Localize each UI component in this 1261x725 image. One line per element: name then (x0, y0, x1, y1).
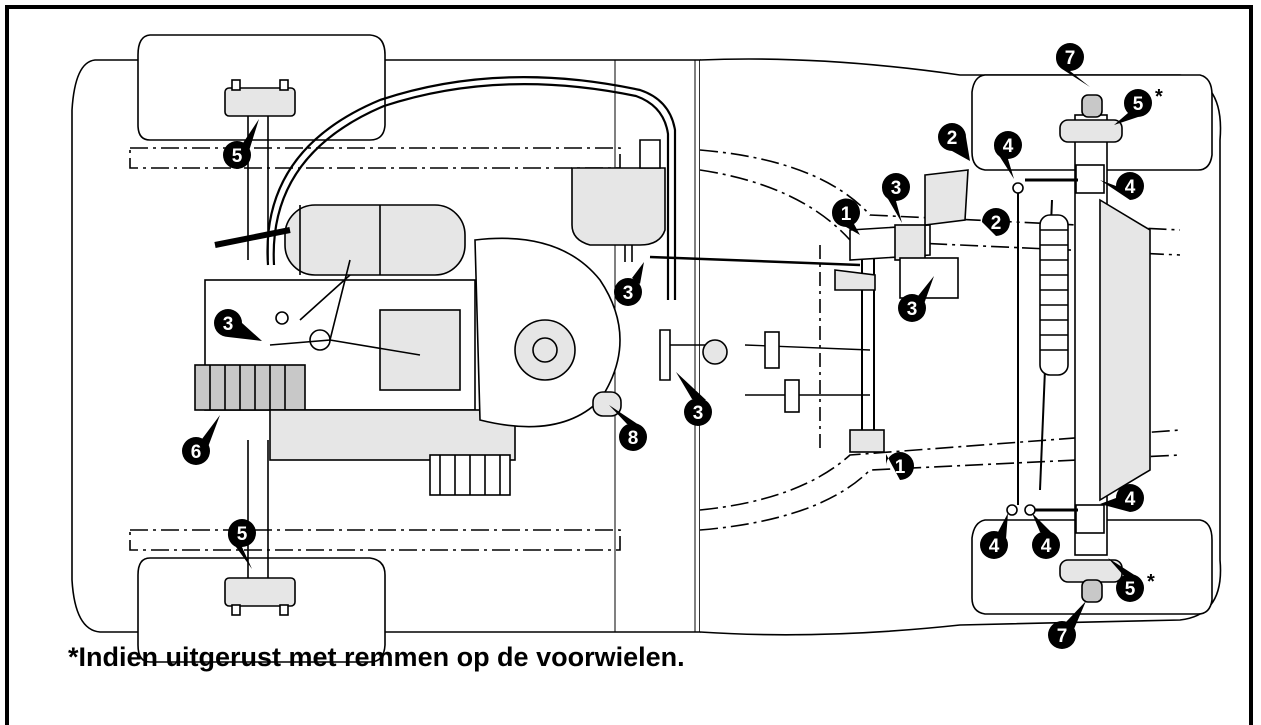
throttle-cable (266, 76, 677, 300)
svg-text:1: 1 (841, 204, 852, 225)
svg-text:7: 7 (1065, 48, 1076, 69)
svg-text:8: 8 (628, 428, 639, 449)
brake-linkage (649, 169, 969, 453)
callout-5-front-bottom: 5 (1108, 558, 1144, 602)
callout-3-center-right: 3 (898, 276, 934, 322)
callout-5-front-top: 5 (1114, 89, 1152, 125)
svg-text:3: 3 (623, 283, 634, 304)
callout-1-center-bottom: 1 (886, 452, 914, 480)
callout-3-linkage: 3 (676, 372, 712, 426)
svg-text:4: 4 (1003, 136, 1014, 157)
svg-text:3: 3 (907, 299, 918, 320)
svg-text:3: 3 (223, 314, 234, 335)
callout-4-bottom-right: 4 (1100, 484, 1144, 512)
svg-text:4: 4 (1125, 177, 1136, 198)
callout-8-oil-filter: 8 (609, 405, 647, 451)
svg-text:3: 3 (891, 178, 902, 199)
callout-4-top-right: 4 (1100, 172, 1144, 200)
callout-4-bottom-left: 4 (980, 513, 1008, 559)
svg-text:4: 4 (1125, 489, 1136, 510)
svg-text:5: 5 (1125, 579, 1136, 600)
callout-4-top-left: 4 (993, 131, 1022, 179)
front-axle (1059, 94, 1151, 603)
fuel-tank (571, 139, 666, 262)
callout-3-center-top: 3 (881, 173, 910, 223)
callout-7-bottom: 7 (1048, 601, 1086, 649)
engine-assembly (194, 204, 621, 496)
rear-hub-bottom (224, 440, 296, 616)
svg-text:3: 3 (693, 403, 704, 424)
asterisk-front-bottom: * (1147, 571, 1155, 593)
svg-text:5: 5 (237, 524, 248, 545)
svg-text:2: 2 (991, 213, 1002, 234)
callout-2-upper: 2 (938, 123, 970, 161)
svg-text:5: 5 (232, 146, 243, 167)
callout-2-lower: 2 (972, 208, 1010, 236)
svg-text:1: 1 (895, 457, 906, 478)
callout-3-fuel-line: 3 (614, 262, 644, 306)
callouts: 1 1 2 2 3 3 3 3 (182, 43, 1163, 649)
callout-7-top: 7 (1055, 43, 1090, 87)
svg-text:4: 4 (989, 536, 1000, 557)
svg-text:6: 6 (191, 442, 202, 463)
callout-6-rear: 6 (182, 415, 220, 465)
callout-1-center-top: 1 (831, 198, 860, 235)
svg-text:2: 2 (947, 128, 958, 149)
tie-rods (1006, 178, 1078, 516)
callout-4-bottom-mid: 4 (1032, 513, 1060, 559)
svg-text:4: 4 (1041, 536, 1052, 557)
rear-wheel-bottom (137, 557, 386, 663)
callout-3-left-engine: 3 (214, 309, 262, 341)
asterisk-front-top: * (1155, 86, 1163, 108)
front-brake-footnote: *Indien uitgerust met remmen op de voorw… (68, 642, 685, 672)
callout-5-rear-bottom: 5 (227, 519, 256, 569)
svg-text:7: 7 (1057, 626, 1068, 647)
diagram-frame (5, 5, 1253, 725)
callout-5-rear-top: 5 (223, 119, 259, 169)
svg-text:5: 5 (1133, 94, 1144, 115)
